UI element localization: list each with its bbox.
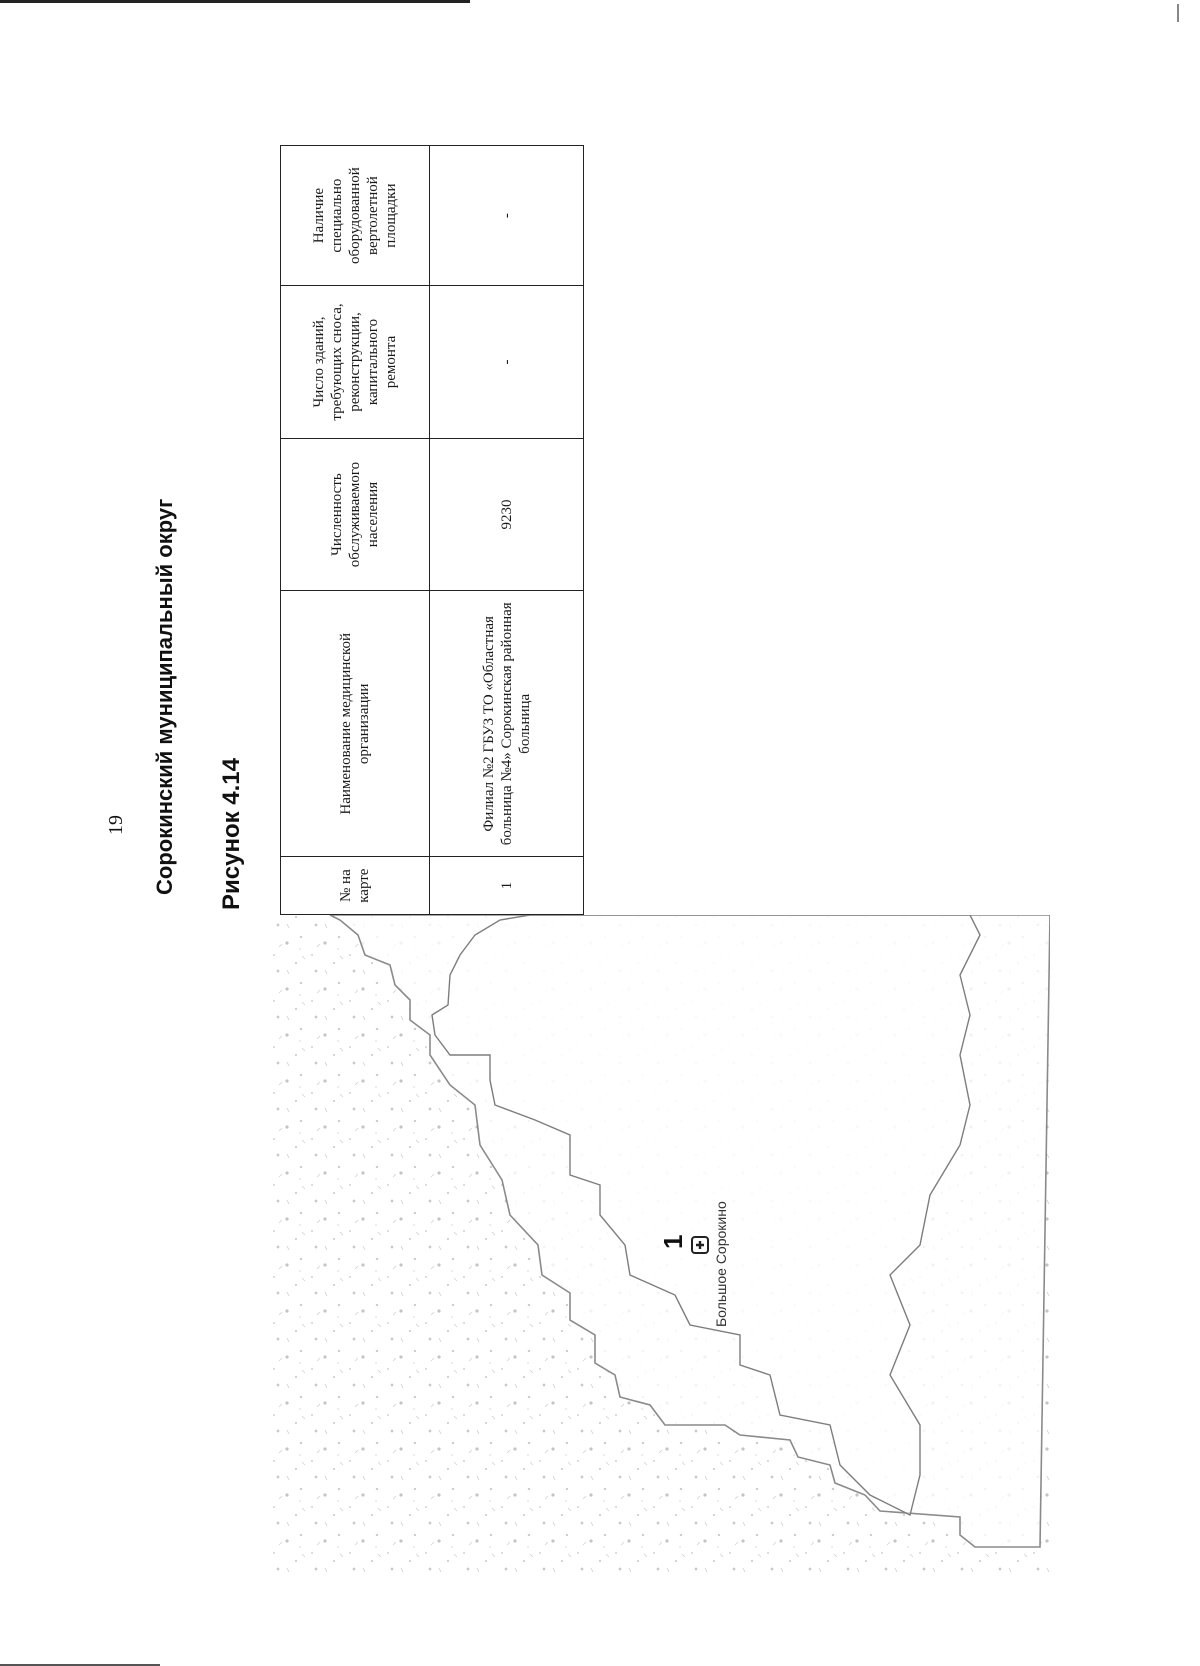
settlement-label: Большое Сорокино [713,1201,729,1327]
page-number: 19 [105,815,127,835]
hospital-cross-icon [691,1236,709,1254]
cell-organization-name: Филиал №2 ГБУЗ ТО «Областная больница №4… [429,590,584,857]
header-helipad: Наличие специально оборудованной вертоле… [280,145,430,286]
district-area [431,915,981,1517]
cell-helipad: - [429,145,584,286]
header-map-number: № на карте [280,856,430,915]
hospital-marker: 1 Большое Сорокино [658,1201,729,1327]
scan-edge-top [0,0,470,3]
medical-organizations-table: № на карте Наименование медицинской орга… [280,145,584,915]
scan-edge-bottom [0,1664,160,1666]
cell-buildings-needing-repair: - [429,285,584,439]
figure-title: Рисунок 4.14 [218,757,245,910]
district-title: Сорокинский муниципальный округ [152,498,177,895]
header-population-served: Численность обслуживаемого населения [280,438,430,591]
header-buildings-needing-repair: Число зданий, требующих сноса, реконстру… [280,285,430,439]
table-header-row: № на карте Наименование медицинской орга… [280,145,430,915]
cell-population-served: 9230 [429,438,584,591]
district-map: 1 Большое Сорокино [270,915,1050,1575]
marker-number: 1 [658,1235,688,1249]
cell-map-number: 1 [429,856,584,915]
rotated-page-content: 19 Сорокинский муниципальный округ Рисун… [70,145,1130,1575]
header-organization-name: Наименование медицинской организации [280,590,430,857]
table-row: 1 Филиал №2 ГБУЗ ТО «Областная больница … [429,145,584,915]
scan-edge-mark [1177,4,1179,22]
